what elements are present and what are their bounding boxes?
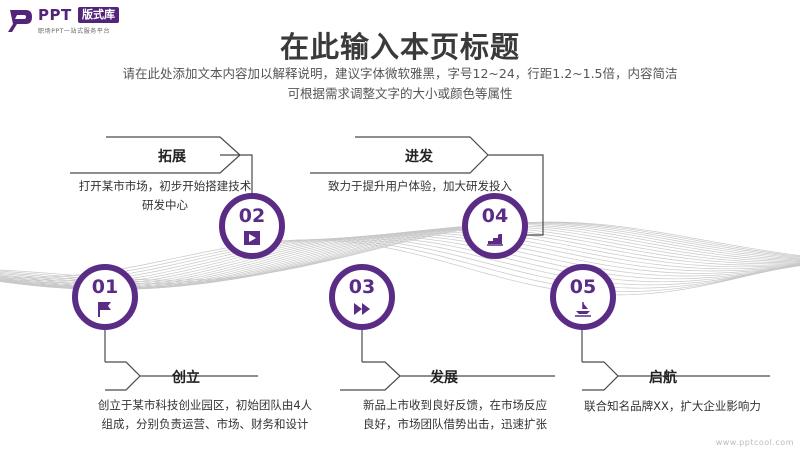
milestone-desc-03: 新品上市收到良好反馈，在市场反应 良好，市场团队借势出击，迅速扩张 — [330, 396, 580, 434]
wave-line — [0, 238, 800, 289]
milestone-desc-01: 创立于某市科技创业园区，初始团队由4人 组成，分别负责运营、市场、财务和设计 — [60, 396, 350, 434]
milestone-number: 03 — [348, 276, 376, 298]
desc-line: 致力于提升用户体验，加大研发投入 — [328, 179, 512, 193]
milestone-label-04: 进发 — [405, 149, 433, 165]
desc-line: 良好，市场团队借势出击，迅速扩张 — [363, 417, 547, 431]
milestone-desc-02: 打开某市市场，初步开始搭建技术 研发中心 — [50, 177, 280, 215]
wave-line — [0, 237, 800, 286]
milestone-number: 01 — [91, 276, 119, 298]
milestone-desc-04: 致力于提升用户体验，加大研发投入 — [290, 177, 550, 196]
desc-line: 联合知名品牌XX，扩大企业影响力 — [584, 399, 761, 413]
milestone-circle-03: 03 — [329, 264, 395, 330]
fast-forward-icon — [354, 303, 370, 315]
wave-line — [0, 239, 800, 296]
logo: PPT 版式库 职场PPT一站式服务平台 — [6, 6, 166, 38]
milestone-number: 05 — [569, 276, 597, 298]
milestone-label-01: 创立 — [172, 370, 200, 386]
page-title: 在此输入本页标题 — [279, 30, 520, 64]
logo-brand: PPT — [38, 6, 72, 24]
milestone-label-05: 启航 — [649, 370, 677, 386]
subtitle-line: 可根据需求调整文字的大小或颜色等属性 — [287, 86, 513, 101]
desc-line: 组成，分别负责运营、市场、财务和设计 — [101, 417, 309, 431]
desc-line: 研发中心 — [142, 198, 188, 212]
flag-icon — [98, 302, 111, 317]
desc-line: 创立于某市科技创业园区，初始团队由4人 — [97, 398, 313, 412]
desc-line: 打开某市市场，初步开始搭建技术 — [78, 179, 252, 193]
milestone-label-03: 发展 — [430, 370, 458, 386]
logo-badge: 版式库 — [78, 7, 119, 23]
ship-icon — [575, 302, 591, 317]
wave-line — [0, 236, 800, 285]
milestone-number: 02 — [238, 205, 266, 227]
wave-line — [0, 239, 800, 292]
milestone-circle-01: 01 — [72, 264, 138, 330]
milestone-circle-02: 02 — [219, 193, 285, 259]
page-subtitle: 请在此处添加文本内容加以解释说明，建议字体微软雅黑，字号12~24，行距1.2~… — [100, 64, 700, 104]
logo-slogan: 职场PPT一站式服务平台 — [38, 28, 111, 35]
milestone-number: 04 — [481, 205, 509, 227]
milestone-label-02: 拓展 — [158, 149, 186, 165]
growth-chart-icon — [487, 231, 503, 246]
subtitle-line: 请在此处添加文本内容加以解释说明，建议字体微软雅黑，字号12~24，行距1.2~… — [122, 66, 678, 81]
desc-line: 新品上市收到良好反馈，在市场反应 — [363, 398, 547, 412]
milestone-circle-05: 05 — [550, 264, 616, 330]
logo-p-icon — [8, 10, 32, 32]
milestone-circle-04: 04 — [462, 193, 528, 259]
milestone-desc-05: 联合知名品牌XX，扩大企业影响力 — [565, 397, 780, 416]
play-icon — [244, 231, 260, 245]
watermark: www.pptcool.com — [715, 438, 794, 447]
